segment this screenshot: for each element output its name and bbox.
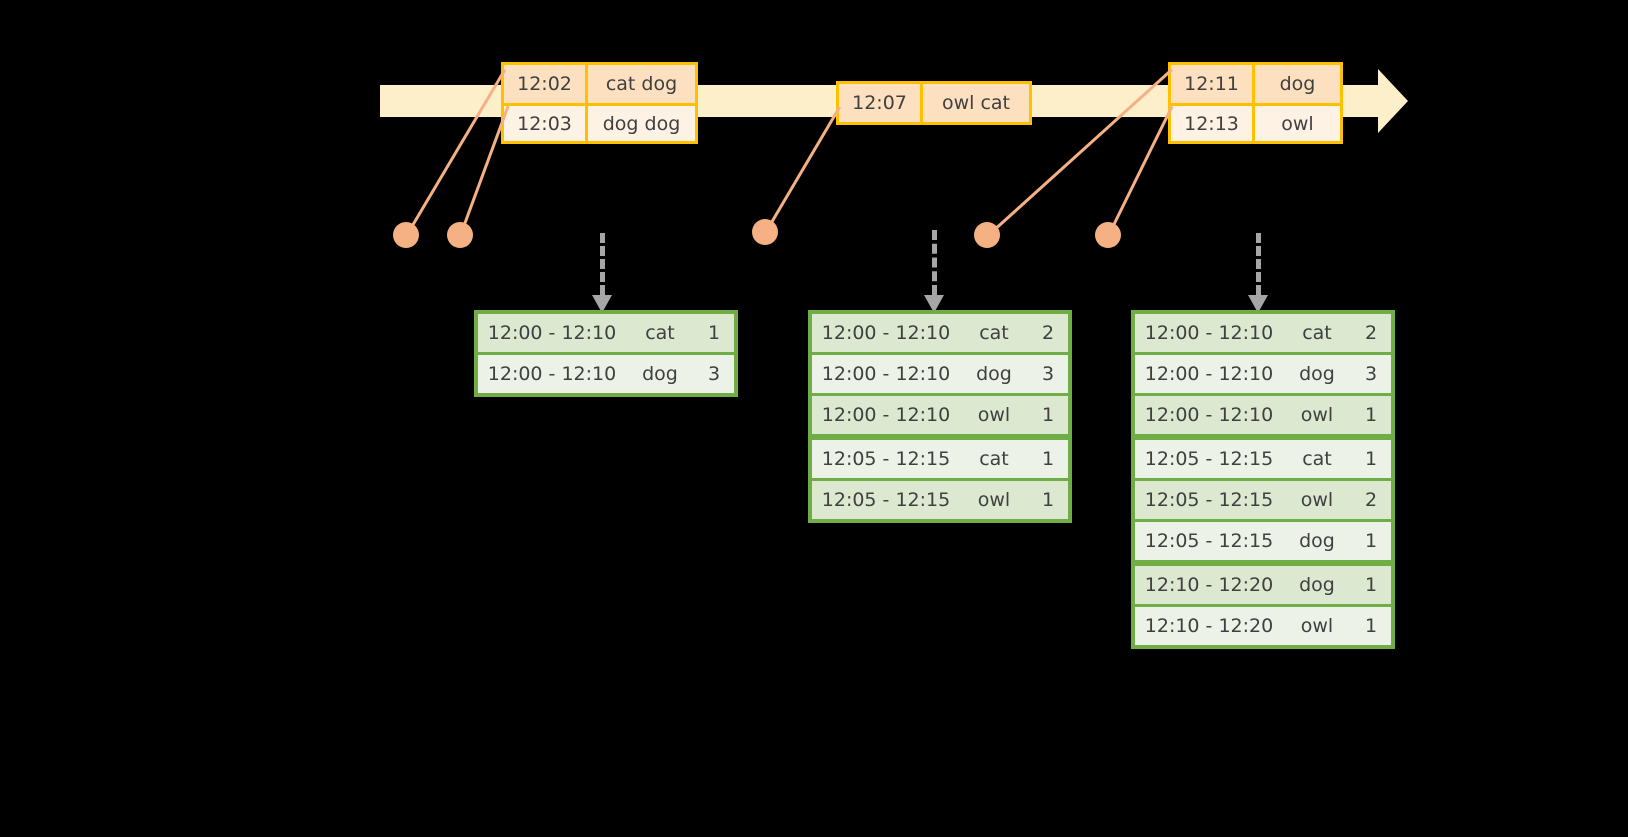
event-dot (447, 222, 473, 248)
connector-line (1106, 105, 1174, 238)
event-time: 12:02 (504, 65, 588, 103)
window-cell: 12:00 - 12:10 (487, 322, 617, 344)
event-words: cat dog (605, 73, 678, 95)
window-cell: 12:00 - 12:10 (1144, 322, 1274, 344)
count-cell: 1 (1351, 522, 1391, 560)
count-cell: 2 (1028, 314, 1068, 352)
event-box-group-2: 12:07 owl cat (836, 81, 1032, 125)
count-cell: 1 (694, 314, 734, 352)
event-words: dog (1279, 73, 1316, 95)
count-cell: 2 (1351, 481, 1391, 519)
count-cell: 1 (1028, 481, 1068, 519)
window-cell: 12:00 - 12:10 (1144, 363, 1274, 385)
word-cell: dog (963, 355, 1025, 393)
word-cell: dog (1286, 355, 1348, 393)
word-cell: cat (963, 314, 1025, 352)
event-words: owl cat (941, 92, 1011, 114)
event-box-group-1: 12:02 cat dog 12:03 dog dog (501, 62, 698, 144)
dashed-arrow-icon (1248, 233, 1268, 313)
event-dot (752, 219, 778, 245)
window-cell: 12:00 - 12:10 (1144, 404, 1274, 426)
event-row: 12:02 cat dog (504, 65, 695, 103)
word-cell: owl (963, 396, 1025, 434)
word-cell: cat (963, 440, 1025, 478)
word-cell: dog (1286, 566, 1348, 604)
event-time: 12:11 (1171, 65, 1255, 103)
event-dot (974, 222, 1000, 248)
event-words: dog dog (602, 112, 681, 135)
word-cell: owl (1286, 481, 1348, 519)
count-cell: 1 (1351, 396, 1391, 434)
count-cell: 1 (1351, 440, 1391, 478)
window-cell: 12:00 - 12:10 (487, 363, 617, 385)
count-cell: 1 (1351, 566, 1391, 604)
count-cell: 3 (694, 355, 734, 393)
window-cell: 12:05 - 12:15 (1144, 530, 1274, 552)
word-cell: cat (1286, 440, 1348, 478)
count-cell: 2 (1351, 314, 1391, 352)
count-cell: 3 (1351, 355, 1391, 393)
word-cell: owl (963, 481, 1025, 519)
dashed-arrow-icon (592, 233, 612, 313)
arrow-shaft (600, 233, 605, 295)
word-cell: owl (1286, 396, 1348, 434)
connector-line (763, 105, 842, 235)
window-cell: 12:00 - 12:10 (821, 322, 951, 344)
event-time: 12:07 (839, 84, 923, 122)
event-row: 12:07 owl cat (839, 84, 1029, 122)
word-cell: owl (1286, 607, 1348, 645)
arrow-shaft (932, 230, 937, 295)
event-dot (393, 222, 419, 248)
event-row: 12:13 owl (1171, 103, 1340, 141)
word-cell: dog (629, 355, 691, 393)
count-cell: 3 (1028, 355, 1068, 393)
count-cell: 1 (1351, 607, 1391, 645)
arrow-shaft (1256, 233, 1261, 295)
event-row: 12:11 dog (1171, 65, 1340, 103)
arrow-head (924, 295, 944, 313)
word-cell: cat (629, 314, 691, 352)
event-box-group-3: 12:11 dog 12:13 owl (1168, 62, 1343, 144)
event-time: 12:03 (504, 106, 588, 141)
word-cell: dog (1286, 522, 1348, 560)
window-cell: 12:05 - 12:15 (821, 448, 951, 470)
count-cell: 1 (1028, 396, 1068, 434)
window-cell: 12:00 - 12:10 (821, 363, 951, 385)
window-cell: 12:00 - 12:10 (821, 404, 951, 426)
window-cell: 12:10 - 12:20 (1144, 615, 1274, 637)
event-row: 12:03 dog dog (504, 103, 695, 141)
count-cell: 1 (1028, 440, 1068, 478)
event-time: 12:13 (1171, 106, 1255, 141)
window-cell: 12:05 - 12:15 (1144, 489, 1274, 511)
dashed-arrow-icon (924, 230, 944, 313)
event-dot (1095, 222, 1121, 248)
window-cell: 12:05 - 12:15 (1144, 448, 1274, 470)
window-cell: 12:10 - 12:20 (1144, 574, 1274, 596)
arrow-head (1248, 295, 1268, 313)
connector-line (458, 105, 510, 238)
window-cell: 12:05 - 12:15 (821, 489, 951, 511)
word-cell: cat (1286, 314, 1348, 352)
event-words: owl (1281, 112, 1314, 135)
timeline-arrowhead-icon (1378, 69, 1408, 133)
arrow-head (592, 295, 612, 313)
